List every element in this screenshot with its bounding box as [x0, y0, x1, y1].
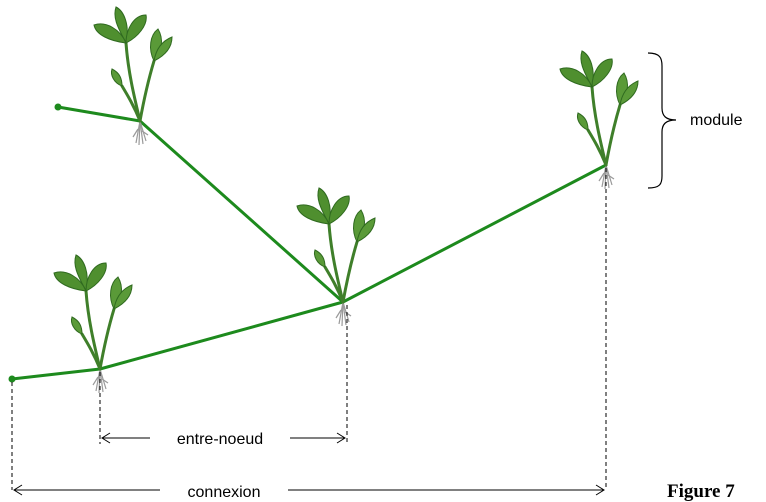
stolon-segment [56, 105, 142, 123]
connection-arrow [13, 484, 605, 496]
stolon-segment [138, 119, 345, 304]
connection-label: connexion [188, 484, 261, 501]
internode-label: entre-noeud [177, 431, 263, 448]
stolon-segment [98, 300, 345, 371]
stolon-segment [341, 163, 608, 304]
figure-caption: Figure 7 [667, 481, 735, 502]
plant [92, 5, 174, 147]
module-label: module [690, 112, 743, 129]
stolon-segment [10, 367, 102, 381]
stolon-tip [8, 375, 16, 383]
internode-arrow [101, 432, 346, 444]
stolon-tip [54, 103, 62, 111]
module-bracket [647, 52, 677, 189]
stolon [10, 105, 608, 381]
